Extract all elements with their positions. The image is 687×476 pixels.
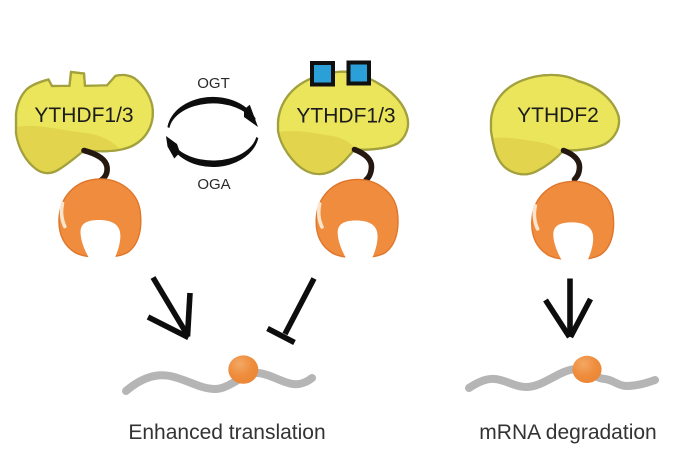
svg-text:OGT: OGT (197, 75, 230, 92)
svg-text:YTHDF1/3: YTHDF1/3 (296, 105, 395, 128)
svg-text:YTHDF1/3: YTHDF1/3 (34, 104, 133, 127)
svg-text:mRNA degradation: mRNA degradation (479, 421, 656, 444)
svg-text:OGA: OGA (197, 176, 230, 193)
svg-text:YTHDF2: YTHDF2 (517, 104, 599, 127)
svg-text:Enhanced translation: Enhanced translation (128, 421, 325, 444)
